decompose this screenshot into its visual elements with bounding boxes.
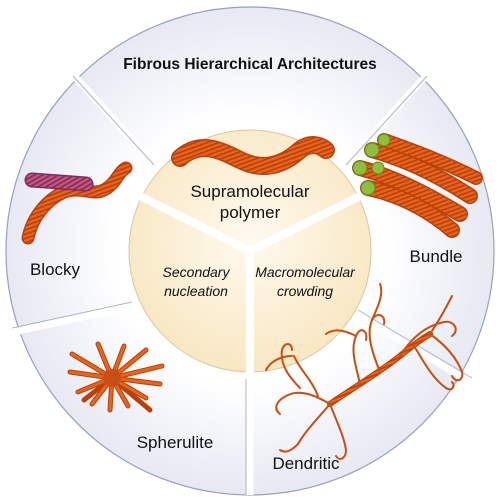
segment-label-spherulite: Spherulite (137, 433, 214, 452)
dendritic-fiber-icon (265, 283, 464, 460)
blocky-fiber-icon (21, 161, 133, 245)
segment-label-bundle: Bundle (410, 247, 463, 266)
spherulite-icon (67, 341, 165, 413)
center-title-line2: polymer (220, 203, 281, 222)
ring-divider-edges (11, 75, 473, 495)
segment-label-blocky: Blocky (30, 260, 81, 279)
secondary-nucleation-line1: Secondary (163, 264, 231, 280)
macromolecular-crowding-line2: crowding (277, 283, 333, 299)
center-dividers (136, 192, 364, 376)
segment-label-dendritic: Dendritic (272, 454, 340, 473)
secondary-nucleation-line2: nucleation (164, 283, 228, 299)
diagram-title: Fibrous Hierarchical Architectures (123, 56, 377, 73)
macromolecular-crowding-line1: Macromolecular (255, 264, 356, 280)
center-title-line1: Supramolecular (190, 182, 309, 201)
fiber-bundle-icon (352, 133, 483, 238)
wavy-fiber-icon (171, 136, 335, 175)
